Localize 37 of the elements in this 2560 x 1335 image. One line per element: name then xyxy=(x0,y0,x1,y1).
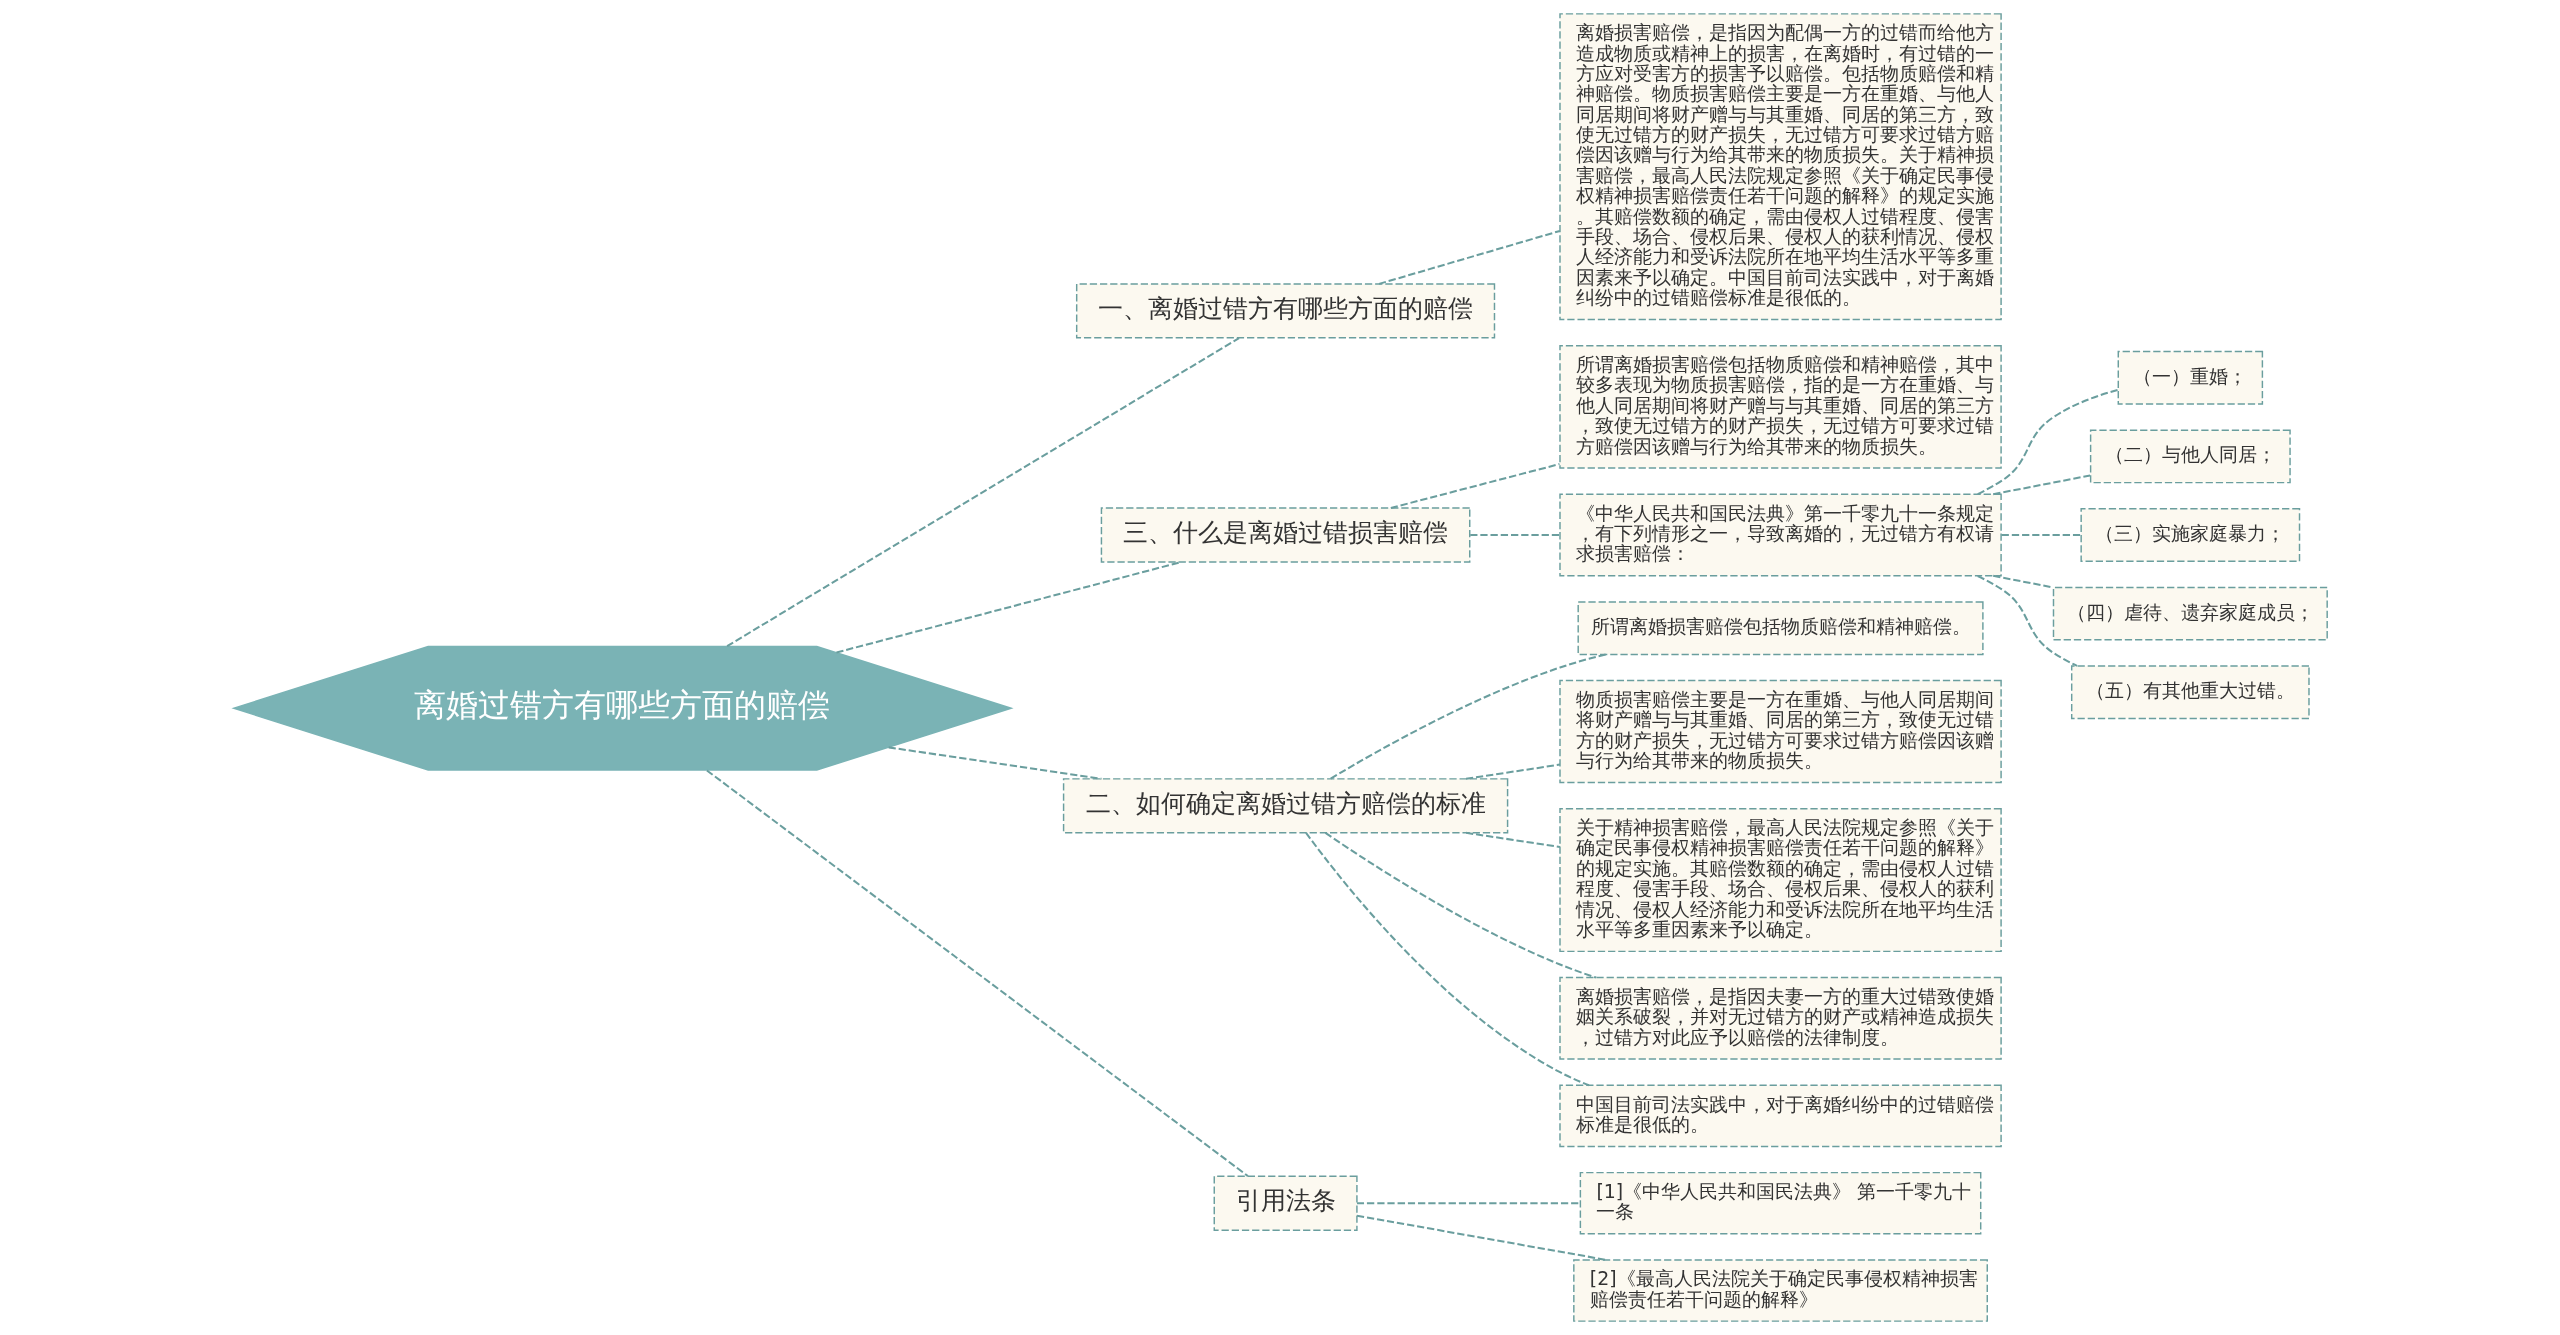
connector xyxy=(1469,534,1560,537)
node-box: 三、什么是离婚过错损害赔偿 xyxy=(1100,507,1470,563)
node-box: 一、离婚过错方有哪些方面的赔偿 xyxy=(1075,283,1495,339)
node-box: 二、如何确定离婚过错方赔偿的标准 xyxy=(1062,778,1508,834)
node-box: 所谓离婚损害赔偿包括物质赔偿和精神赔偿。 xyxy=(1576,601,1984,656)
node-box: [1]《中华人民共和国民法典》 第一千零九十一条 xyxy=(1579,1171,1981,1235)
connector xyxy=(835,561,1181,654)
node-box: 离婚损害赔偿，是指因为配偶一方的过错而给他方造成物质或精神上的损害，在离婚时，有过错的一方应对受害方的损害予以赔偿。包括物质赔偿和精神赔偿。物质损害赔偿主要是一方在重婚、与他人同居期间将财产赠与与其重婚、同居的第三方，致使无过错方的财产损失，无过错方可要求过错方赔偿因该赠与行为给其带来的物质损失。关于精神损害赔偿，最高人民法院规定参照《关于确定民事侵权精神损害赔偿责任若干问题的解释》的规定实施。其赔偿数额的确定，需由侵权人过错程度、侵害手段、场合、侵权后果、侵权人的获利情况、侵权人经济能力和受诉法院所在地平均生活水平等多重因素来予以确定。中国目前司法实践中，对于离婚纠纷中的过错赔偿标准是很低的。 xyxy=(1558,13,2002,321)
connector xyxy=(726,337,1240,648)
connector xyxy=(1465,763,1560,780)
node-box: （四）虐待、遗弃家庭成员； xyxy=(2052,586,2328,641)
connector xyxy=(1992,474,2090,496)
node-box: （二）与他人同居； xyxy=(2089,429,2291,484)
node-box: （五）有其他重大过错。 xyxy=(2070,665,2310,720)
connector xyxy=(1465,831,1560,848)
connector xyxy=(1976,388,2118,495)
node-box: 《中华人民共和国民法典》第一千零九十一条规定，有下列情形之一，导致离婚的，无过错方有权请求损害赔偿： xyxy=(1558,493,2002,577)
node-box: 中国目前司法实践中，对于离婚纠纷中的过错赔偿标准是很低的。 xyxy=(1558,1084,2002,1148)
connector xyxy=(2001,534,2081,537)
connector xyxy=(888,746,1102,780)
node-box: 关于精神损害赔偿，最高人民法院规定参照《关于确定民事侵权精神损害赔偿责任若干问题的解释》的规定实施。其赔偿数额的确定，需由侵权人过错程度、侵害手段、场合、侵权后果、侵权人的获利情况、侵权人经济能力和受诉法院所在地平均生活水平等多重因素来予以确定。 xyxy=(1558,808,2002,953)
connector xyxy=(1356,1202,1580,1205)
connector xyxy=(1304,832,1589,1087)
connector xyxy=(705,769,1249,1177)
node-box: 所谓离婚损害赔偿包括物质赔偿和精神赔偿，其中较多表现为物质损害赔偿，指的是一方在重婚、与他人同居期间将财产赠与与其重婚、同居的第三方，致使无过错方的财产损失，无过错方可要求过错方赔偿因该赠与行为给其带来的物质损失。 xyxy=(1558,345,2002,469)
connector xyxy=(1329,653,1606,780)
connector xyxy=(1992,574,2053,589)
node-box: 离婚损害赔偿，是指因夫妻一方的重大过错致使婚姻关系破裂，并对无过错方的财产或精神造成损失，过错方对此应予以赔偿的法律制度。 xyxy=(1558,976,2002,1060)
connector xyxy=(1390,463,1560,509)
connector xyxy=(1356,1214,1607,1261)
node-box: （一）重婚； xyxy=(2117,350,2263,405)
connector xyxy=(1378,229,1560,285)
node-box: （三）实施家庭暴力； xyxy=(2079,508,2300,562)
node-box: 引用法条 xyxy=(1213,1175,1358,1231)
node-box: 物质损害赔偿主要是一方在重婚、与他人同居期间将财产赠与与其重婚、同居的第三方，致使无过错方的财产损失，无过错方可要求过错方赔偿因该赠与行为给其带来的物质损失。 xyxy=(1558,679,2002,784)
connector xyxy=(1976,575,2077,667)
node-box: [2]《最高人民法院关于确定民事侵权精神损害赔偿责任若干问题的解释》 xyxy=(1572,1259,1988,1322)
